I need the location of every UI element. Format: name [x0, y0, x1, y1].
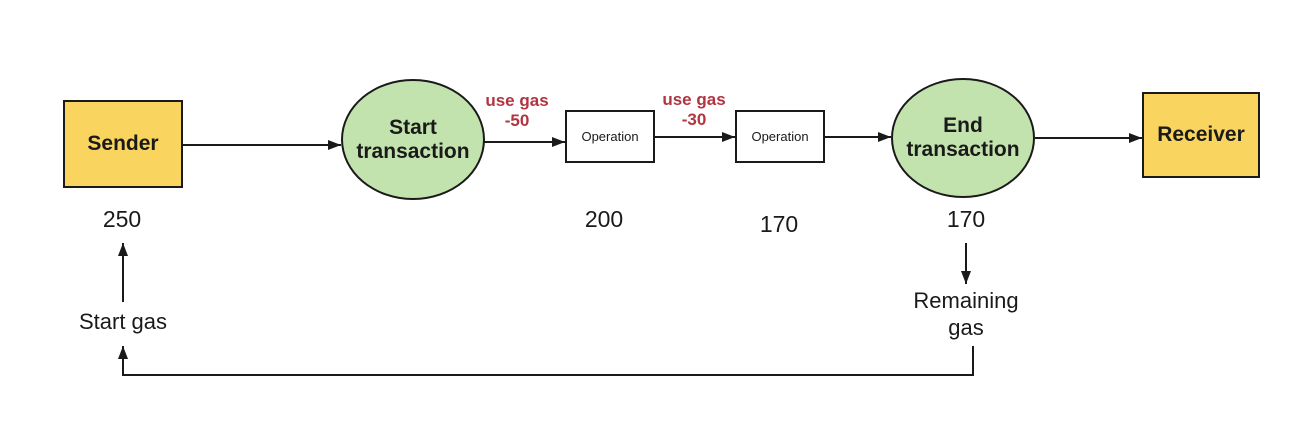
receiver-node: Receiver [1142, 92, 1260, 178]
remaining-gas-annotation: Remaining gas [913, 288, 1019, 340]
gas-value-after-operation-2: 170 [759, 211, 799, 237]
end-transaction-node: End transaction [891, 78, 1035, 198]
sender-node: Sender [63, 100, 183, 188]
operation-2-node: Operation [735, 110, 825, 163]
gas-value-at-end-transaction: 170 [946, 206, 986, 232]
feedback-line-remaining-to-start-gas [118, 346, 974, 376]
gas-value-at-sender: 250 [102, 206, 142, 232]
use-gas-50-label: use gas -50 [485, 91, 549, 130]
start-gas-annotation: Start gas [78, 309, 168, 334]
start-transaction-node: Start transaction [341, 79, 485, 200]
gas-value-after-operation-1: 200 [584, 206, 624, 232]
use-gas-30-label: use gas -30 [662, 90, 726, 129]
operation-1-node: Operation [565, 110, 655, 163]
